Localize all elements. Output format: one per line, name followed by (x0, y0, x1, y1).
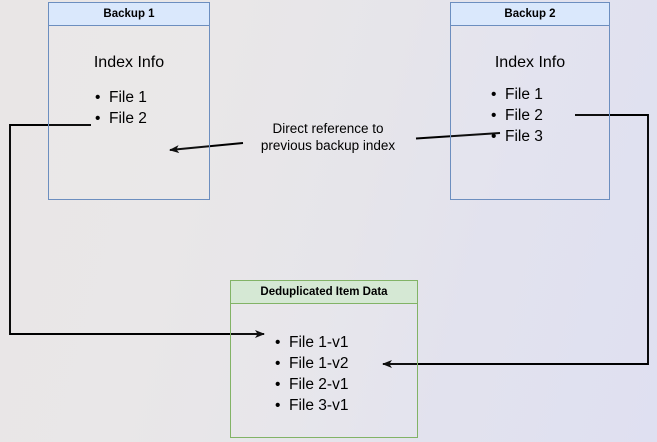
list-item: File 1 (491, 84, 543, 105)
edge-label-line-1: Direct reference to (272, 121, 384, 136)
deduplicated-file-list: File 1-v1 File 1-v2 File 2-v1 File 3-v1 (275, 332, 348, 416)
list-item: File 1-v2 (275, 353, 348, 374)
node-backup-1-header: Backup 1 (49, 3, 209, 26)
list-item: File 3-v1 (275, 395, 348, 416)
node-backup-1-body: Index Info File 1 File 2 (49, 26, 209, 199)
edge-label-line-2: previous backup index (260, 138, 396, 153)
node-deduplicated-body: File 1-v1 File 1-v2 File 2-v1 File 3-v1 (231, 304, 417, 437)
list-item: File 1-v1 (275, 332, 348, 353)
list-item: File 1 (95, 87, 147, 108)
node-backup-1[interactable]: Backup 1 Index Info File 1 File 2 (48, 2, 210, 200)
backup-1-file-list: File 1 File 2 (95, 87, 147, 129)
backup-2-index-info-label: Index Info (494, 54, 566, 71)
backup-2-file-list: File 1 File 2 File 3 (491, 84, 543, 147)
node-deduplicated-item-data[interactable]: Deduplicated Item Data File 1-v1 File 1-… (230, 280, 418, 438)
list-item: File 2-v1 (275, 374, 348, 395)
node-backup-2-header: Backup 2 (451, 3, 609, 26)
list-item: File 3 (491, 126, 543, 147)
node-backup-2[interactable]: Backup 2 Index Info File 1 File 2 File 3 (450, 2, 610, 200)
list-item: File 2 (95, 108, 147, 129)
node-deduplicated-header: Deduplicated Item Data (231, 281, 417, 304)
edge-label-direct-reference: Direct reference to previous backup inde… (243, 120, 413, 154)
backup-1-index-info-label: Index Info (93, 54, 165, 71)
list-item: File 2 (491, 105, 543, 126)
node-backup-2-body: Index Info File 1 File 2 File 3 (451, 26, 609, 199)
